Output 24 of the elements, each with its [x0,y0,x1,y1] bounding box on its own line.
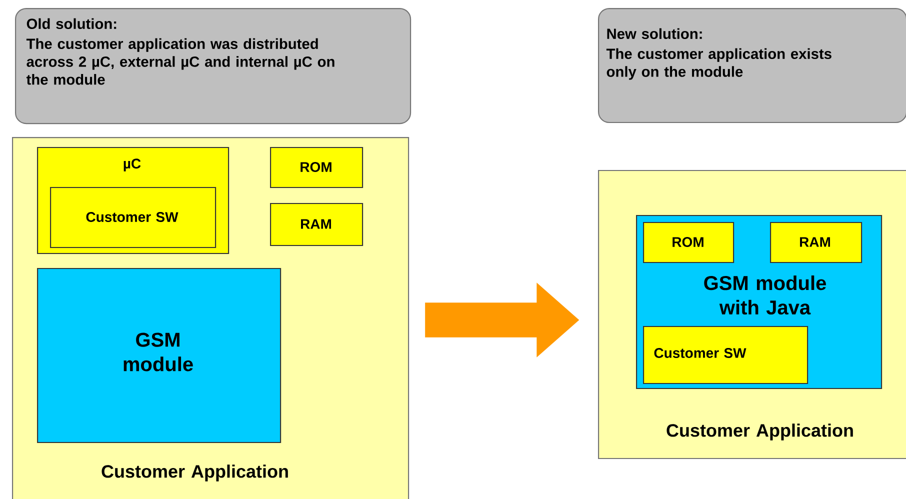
box-label: RAM [800,237,830,247]
box-label: Customer SW [86,212,178,222]
note-box [598,8,906,124]
component-box [770,222,862,264]
note-text: New solution: [607,28,702,40]
note-text: The customer application exists only on the module [606,48,832,80]
note-text: The customer application was distributed across 2 µC, external µC and internal µC on the module [26,38,334,85]
component-box [50,187,216,248]
box-label: RAM [301,219,331,229]
component-box [270,147,364,188]
component-box [643,222,734,264]
module-box [37,268,282,444]
box-label: Customer Application [666,424,853,440]
box-label: Customer SW [654,348,746,358]
component-box [643,326,808,384]
note-box [15,8,412,124]
box-label: µC [124,158,141,172]
box-label: GSM module with Java [704,275,826,315]
box-label: Customer Application [102,464,288,482]
note-text: Old solution: [26,18,116,30]
box-label: ROM [672,237,704,247]
component-box [270,203,364,246]
box-label: GSM module [124,332,193,372]
box-label: ROM [300,162,332,172]
